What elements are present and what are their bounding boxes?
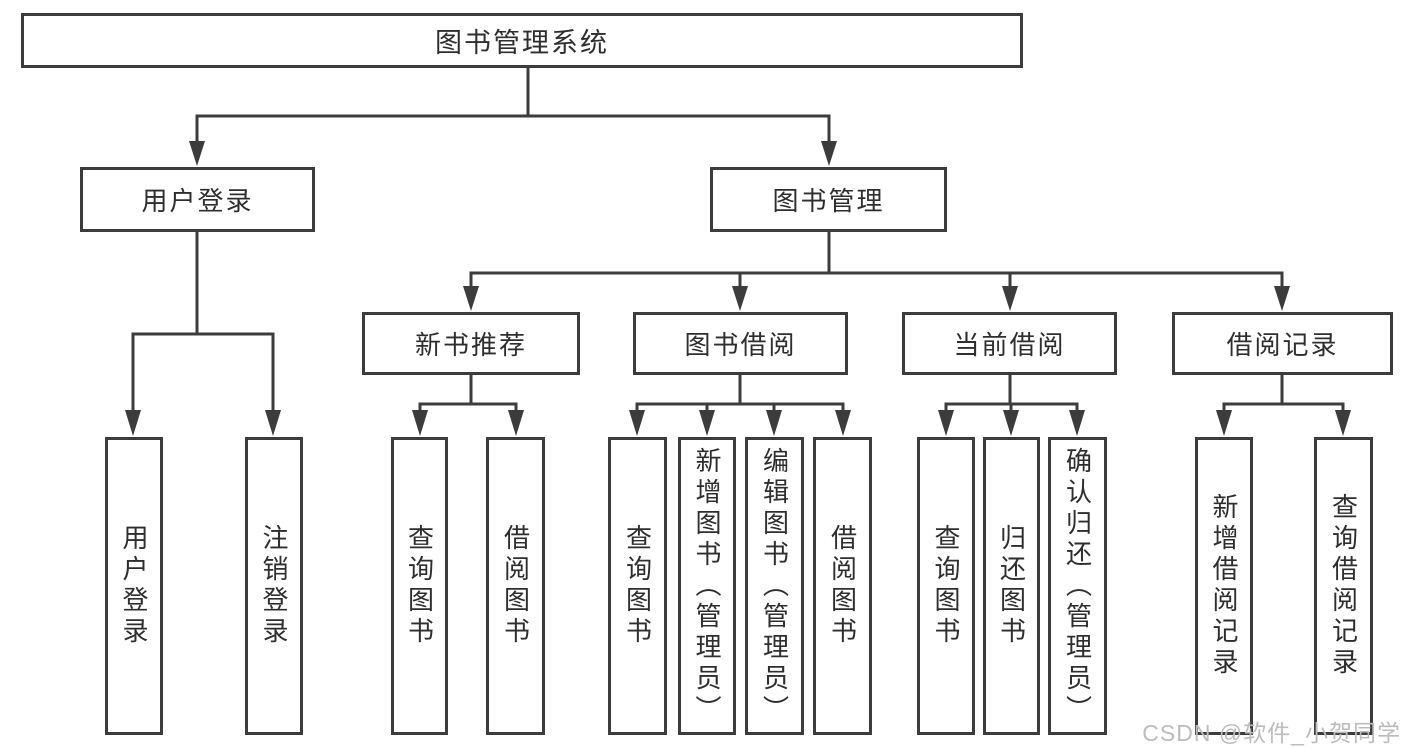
arrowhead-down-icon xyxy=(1069,410,1085,436)
node-new-book-recommend: 新书推荐 xyxy=(362,312,580,375)
leaf-label: 编辑图书（管理员） xyxy=(759,446,790,726)
arrowhead-down-icon xyxy=(938,410,954,436)
arrowhead-down-icon xyxy=(1274,286,1290,311)
connector-new-book-recommend-children xyxy=(412,375,524,436)
leaf-label: 注销登录 xyxy=(259,524,289,648)
leaf-label: 借阅图书 xyxy=(500,524,531,648)
connector-line xyxy=(1222,375,1345,414)
arrowhead-down-icon xyxy=(412,410,428,436)
node-book-borrow: 图书借阅 xyxy=(633,312,848,375)
connector-line xyxy=(418,375,518,414)
leaf-query-borrow-record: 查询借阅记录 xyxy=(1314,437,1373,735)
connector-book-borrow-children xyxy=(629,375,851,436)
leaf-label: 新增图书（管理员） xyxy=(692,446,722,726)
leaf-label: 查询图书 xyxy=(931,524,961,648)
leaf-borrow-book-borrow: 借阅图书 xyxy=(813,437,872,735)
arrowhead-down-icon xyxy=(629,410,645,436)
arrowhead-down-icon xyxy=(699,410,715,436)
arrowhead-down-icon xyxy=(189,141,205,166)
arrowhead-down-icon xyxy=(1335,410,1351,436)
node-user-login: 用户登录 xyxy=(80,167,315,232)
connector-root-to-children xyxy=(189,66,837,166)
connector-line xyxy=(635,375,845,414)
leaf-label: 用户登录 xyxy=(119,524,149,648)
arrowhead-down-icon xyxy=(732,286,748,311)
node-book-management: 图书管理 xyxy=(710,167,947,232)
arrowhead-down-icon xyxy=(766,410,782,436)
arrowhead-down-icon xyxy=(821,141,837,166)
leaf-label: 归还图书 xyxy=(996,524,1027,648)
leaf-borrow-book-recommend: 借阅图书 xyxy=(486,437,545,735)
leaf-label: 查询图书 xyxy=(404,524,435,648)
arrowhead-down-icon xyxy=(265,410,281,436)
connector-current-borrow-children xyxy=(938,375,1085,436)
node-current-borrow: 当前借阅 xyxy=(902,312,1117,375)
connector-line xyxy=(195,114,831,150)
arrowhead-down-icon xyxy=(835,410,851,436)
csdn-watermark: CSDN @软件_小贺同学 xyxy=(1142,720,1401,746)
leaf-query-book-borrow: 查询图书 xyxy=(608,437,667,735)
arrowhead-down-icon xyxy=(1216,410,1232,436)
leaf-label: 新增借阅记录 xyxy=(1209,493,1239,679)
leaf-edit-book-admin: 编辑图书（管理员） xyxy=(745,437,804,735)
leaf-return-book: 归还图书 xyxy=(983,437,1040,735)
leaf-add-book-admin: 新增图书（管理员） xyxy=(678,437,736,735)
leaf-add-borrow-record: 新增借阅记录 xyxy=(1195,437,1253,735)
arrowhead-down-icon xyxy=(125,410,141,436)
connector-line xyxy=(469,232,1284,290)
arrowhead-down-icon xyxy=(1003,410,1019,436)
connector-book-management-children xyxy=(463,232,1290,311)
node-borrow-records: 借阅记录 xyxy=(1172,312,1393,375)
leaf-logout: 注销登录 xyxy=(245,437,303,735)
connector-line xyxy=(131,232,275,412)
connector-line xyxy=(944,375,1079,414)
leaf-label: 查询图书 xyxy=(622,524,653,648)
arrowhead-down-icon xyxy=(463,286,479,311)
arrowhead-down-icon xyxy=(508,410,524,436)
connector-borrow-records-children xyxy=(1216,375,1351,436)
leaf-user-login: 用户登录 xyxy=(105,437,163,735)
connector-user-login-children xyxy=(125,232,281,436)
leaf-label: 确认归还（管理员） xyxy=(1062,446,1093,726)
node-root: 图书管理系统 xyxy=(21,13,1023,68)
arrowhead-down-icon xyxy=(1002,286,1018,311)
leaf-query-book-recommend: 查询图书 xyxy=(391,437,448,735)
leaf-query-book-current: 查询图书 xyxy=(917,437,975,735)
leaf-label: 借阅图书 xyxy=(827,524,858,648)
leaf-confirm-return-admin: 确认归还（管理员） xyxy=(1048,437,1107,735)
leaf-label: 查询借阅记录 xyxy=(1328,493,1359,679)
